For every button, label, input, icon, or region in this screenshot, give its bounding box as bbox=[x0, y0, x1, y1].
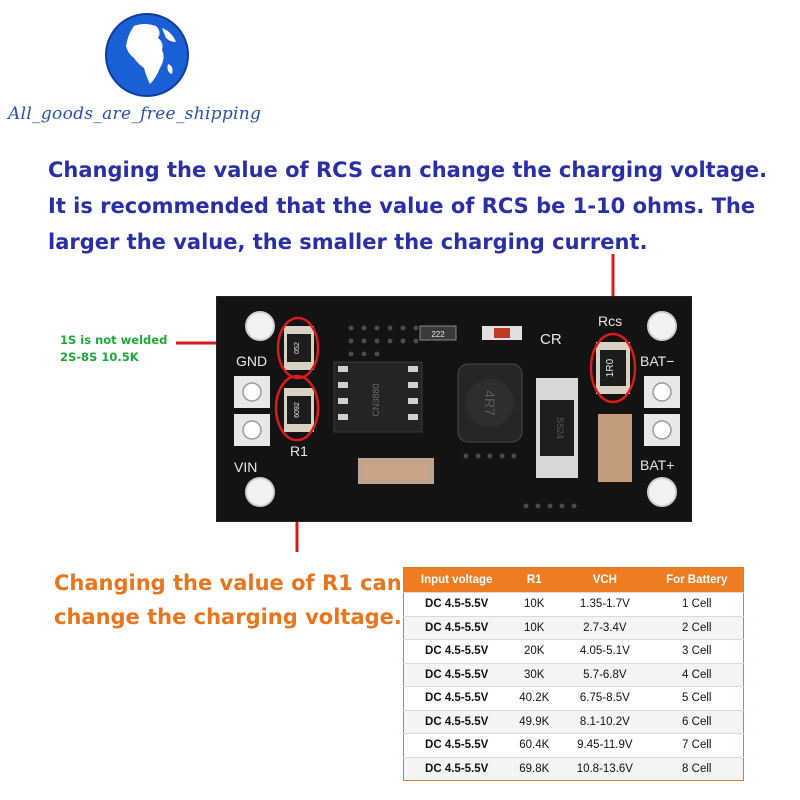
cell-vch: 4.05-5.1V bbox=[559, 639, 651, 663]
cell-battery: 8 Cell bbox=[650, 756, 744, 781]
cell-vch: 1.35-1.7V bbox=[559, 592, 651, 616]
bat-minus-label: BAT− bbox=[640, 353, 674, 369]
cell-battery: 7 Cell bbox=[650, 733, 744, 757]
header-input-voltage: Input voltage bbox=[403, 567, 510, 593]
cell-battery: 1 Cell bbox=[650, 592, 744, 616]
r1-highlight bbox=[274, 374, 320, 442]
table-row: DC 4.5-5.5V 20K 4.05-5.1V 3 Cell bbox=[403, 639, 744, 663]
cell-input-voltage: DC 4.5-5.5V bbox=[403, 662, 510, 687]
r1-code: 6092 bbox=[294, 402, 301, 418]
rcs-note: Changing the value of RCS can change the… bbox=[48, 158, 768, 254]
table-row: DC 4.5-5.5V 49.9K 8.1-10.2V 6 Cell bbox=[403, 709, 744, 734]
cell-vch: 6.75-8.5V bbox=[559, 686, 651, 710]
table-row: DC 4.5-5.5V 10K 1.35-1.7V 1 Cell bbox=[403, 592, 744, 616]
gnd-label: GND bbox=[236, 353, 267, 369]
inductor-code: 4R7 bbox=[482, 390, 498, 416]
cell-r1: 20K bbox=[509, 639, 560, 663]
cell-battery: 2 Cell bbox=[650, 615, 744, 640]
cell-input-voltage: DC 4.5-5.5V bbox=[403, 615, 510, 640]
cell-input-voltage: DC 4.5-5.5V bbox=[403, 639, 510, 663]
charger-ic: CN3880 bbox=[333, 361, 423, 433]
inductor: 4R7 bbox=[457, 363, 523, 443]
cell-input-voltage: DC 4.5-5.5V bbox=[403, 733, 510, 757]
rcs-label: Rcs bbox=[598, 313, 622, 329]
cell-battery: 3 Cell bbox=[650, 639, 744, 663]
diode: SS24 bbox=[536, 378, 578, 478]
welded-note-line1: 1S is not welded bbox=[60, 333, 168, 347]
cell-input-voltage: DC 4.5-5.5V bbox=[403, 709, 510, 734]
cell-battery: 5 Cell bbox=[650, 686, 744, 710]
r1-note: Changing the value of R1 can change the … bbox=[54, 566, 402, 634]
cell-vch: 2.7-3.4V bbox=[559, 615, 651, 640]
table-row: DC 4.5-5.5V 60.4K 9.45-11.9V 7 Cell bbox=[403, 733, 744, 757]
header-vch: VCH bbox=[559, 567, 651, 593]
r-top-highlight bbox=[276, 316, 320, 380]
pcb-board: 052 6092 CN3880 222 CR 4R7 SS24 1 bbox=[216, 296, 692, 522]
cell-r1: 10K bbox=[509, 615, 560, 640]
cap-code: 222 bbox=[431, 330, 445, 339]
cr-label: CR bbox=[540, 331, 562, 348]
cell-r1: 60.4K bbox=[509, 733, 560, 757]
cell-battery: 6 Cell bbox=[650, 709, 744, 734]
r1-note-line2: change the charging voltage. bbox=[54, 605, 402, 629]
bat-plus-label: BAT+ bbox=[640, 457, 674, 473]
cell-vch: 8.1-10.2V bbox=[559, 709, 651, 734]
table-row: DC 4.5-5.5V 10K 2.7-3.4V 2 Cell bbox=[403, 615, 744, 640]
vin-label: VIN bbox=[234, 459, 257, 475]
cell-input-voltage: DC 4.5-5.5V bbox=[403, 686, 510, 710]
rcs-highlight bbox=[589, 332, 637, 404]
table-row: DC 4.5-5.5V 69.8K 10.8-13.6V 8 Cell bbox=[403, 756, 744, 781]
battery-table: Input voltage R1 VCH For Battery DC 4.5-… bbox=[403, 567, 744, 781]
ic-code: CN3880 bbox=[371, 383, 381, 416]
brand-name: All_goods_are_free_shipping bbox=[8, 104, 262, 124]
cell-r1: 30K bbox=[509, 662, 560, 687]
r-top-code: 052 bbox=[294, 342, 301, 354]
table-row: DC 4.5-5.5V 40.2K 6.75-8.5V 5 Cell bbox=[403, 686, 744, 710]
header-r1: R1 bbox=[509, 567, 560, 593]
r1-label: R1 bbox=[290, 443, 308, 459]
table-header-row: Input voltage R1 VCH For Battery bbox=[403, 567, 744, 593]
header-battery: For Battery bbox=[650, 567, 744, 593]
globe-icon bbox=[105, 13, 189, 97]
cell-vch: 5.7-6.8V bbox=[559, 662, 651, 687]
cell-r1: 10K bbox=[509, 592, 560, 616]
cell-input-voltage: DC 4.5-5.5V bbox=[403, 592, 510, 616]
cell-r1: 40.2K bbox=[509, 686, 560, 710]
cell-vch: 10.8-13.6V bbox=[559, 756, 651, 781]
battery-config-table: Input voltage R1 VCH For Battery DC 4.5-… bbox=[403, 567, 744, 781]
cell-battery: 4 Cell bbox=[650, 662, 744, 687]
welded-note-line2: 2S-8S 10.5K bbox=[60, 350, 139, 364]
r1-note-line1: Changing the value of R1 can bbox=[54, 571, 402, 595]
rcs-code: 1R0 bbox=[605, 358, 616, 377]
cell-input-voltage: DC 4.5-5.5V bbox=[403, 756, 510, 781]
welded-note: 1S is not welded 2S-8S 10.5K bbox=[60, 332, 167, 366]
table-row: DC 4.5-5.5V 30K 5.7-6.8V 4 Cell bbox=[403, 662, 744, 687]
cell-r1: 49.9K bbox=[509, 709, 560, 734]
diode-code: SS24 bbox=[555, 417, 565, 439]
cell-vch: 9.45-11.9V bbox=[559, 733, 651, 757]
cell-r1: 69.8K bbox=[509, 756, 560, 781]
